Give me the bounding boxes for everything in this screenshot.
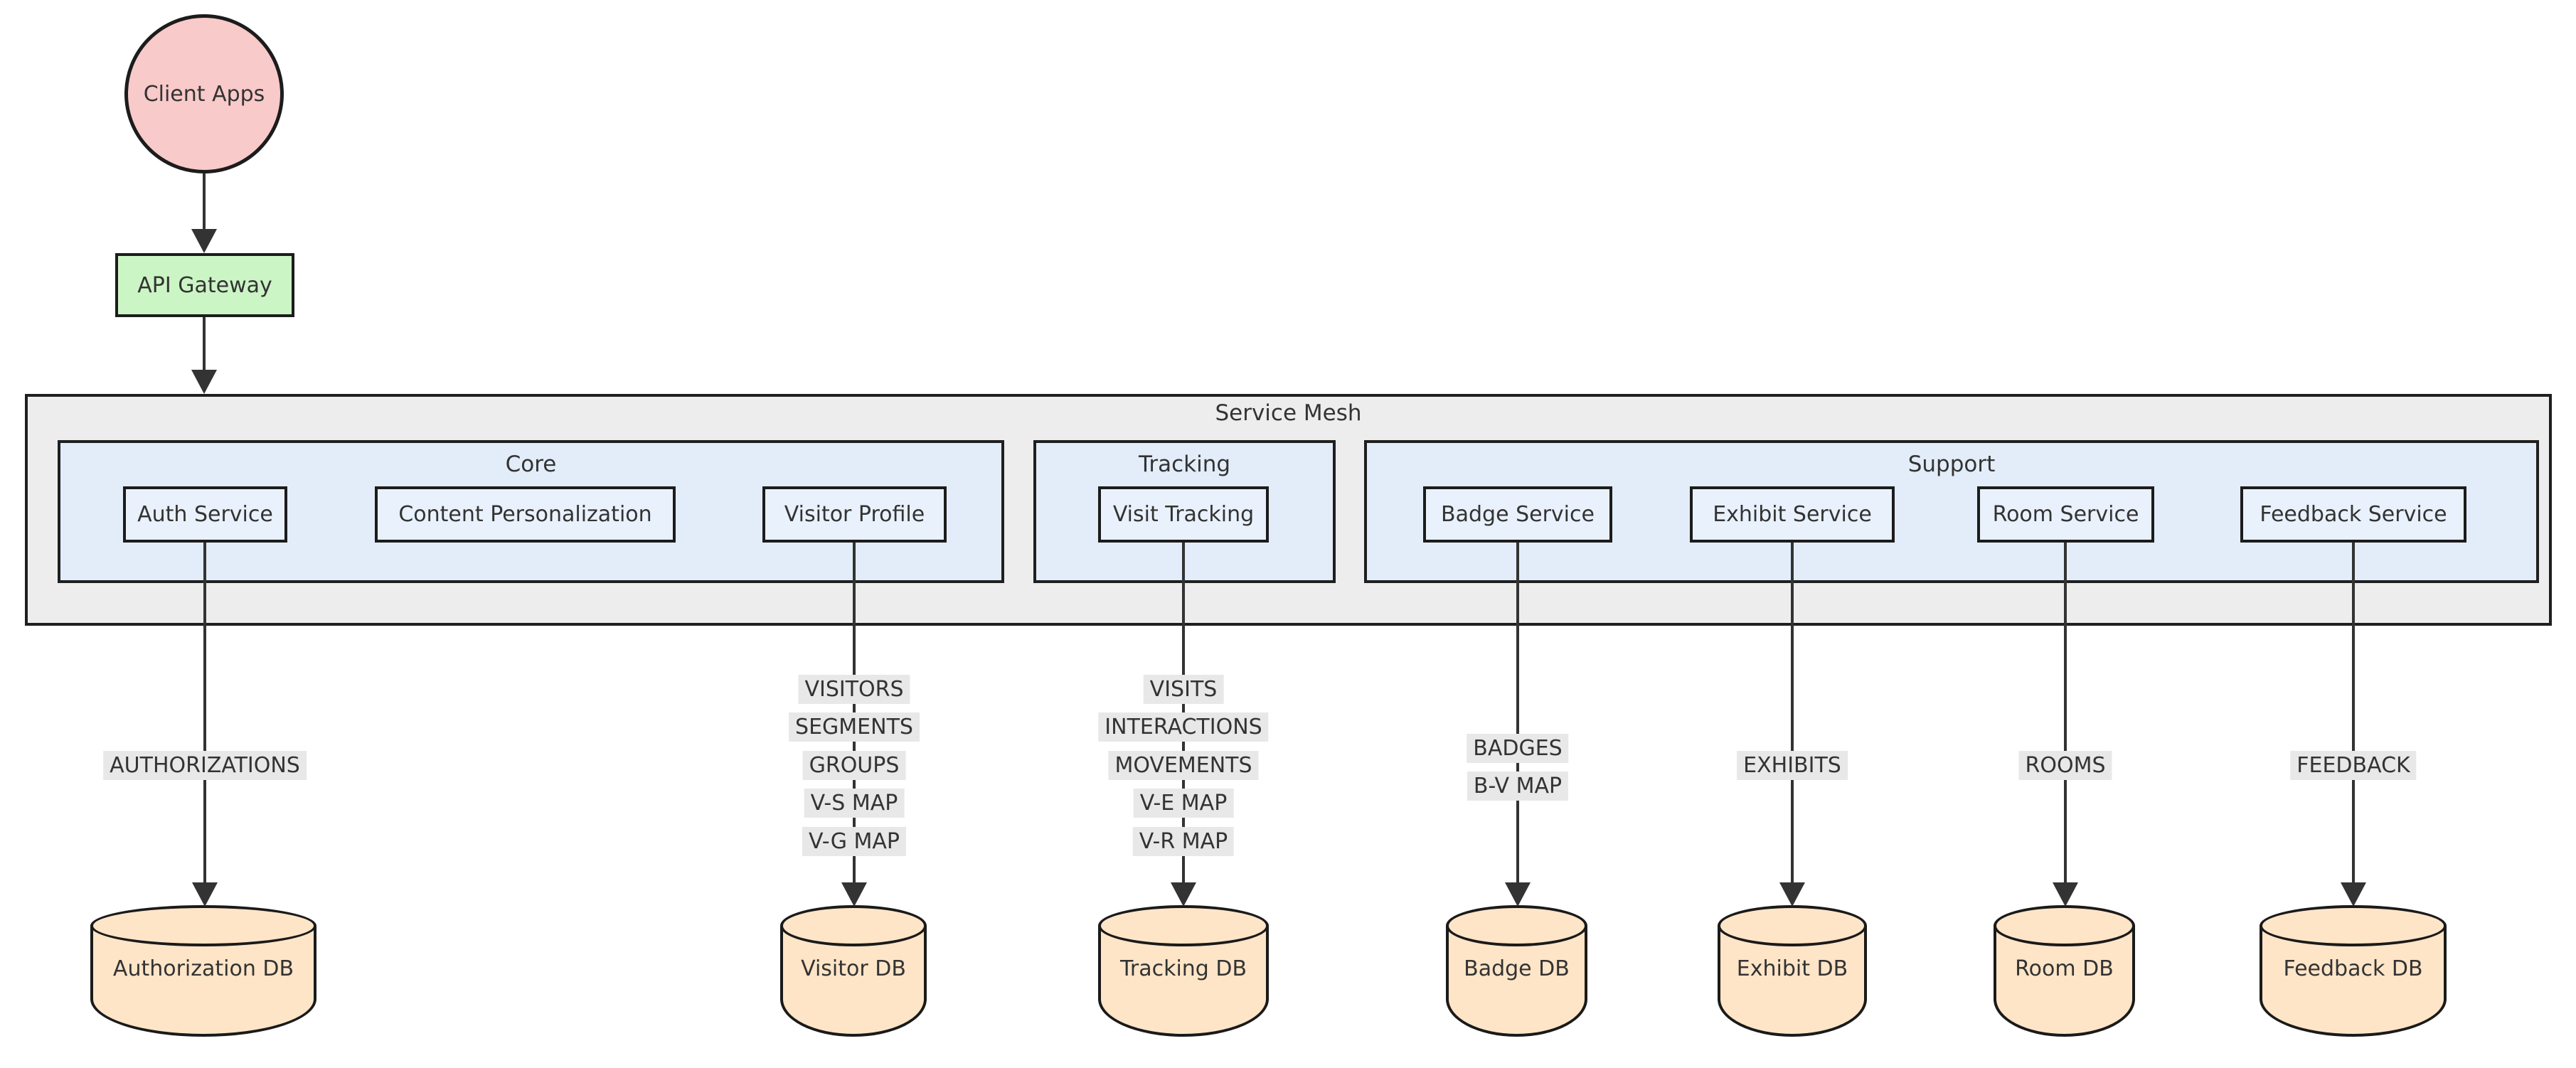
- edge-room-to-roomdb: [2064, 543, 2067, 882]
- service-label: Visitor Profile: [784, 502, 925, 527]
- edge-label: MOVEMENTS: [1108, 751, 1259, 780]
- service-node-room: Room Service: [1977, 486, 2154, 543]
- edge-auth-to-authdb: [203, 543, 206, 882]
- db-exhibit: Exhibit DB: [1718, 905, 1867, 1037]
- service-mesh-label: Service Mesh: [1215, 400, 1362, 426]
- service-label: Exhibit Service: [1713, 502, 1872, 527]
- api-gateway-node: API Gateway: [115, 253, 294, 317]
- group-core-label: Core: [505, 452, 557, 477]
- service-node-exhibit: Exhibit Service: [1690, 486, 1895, 543]
- arrowhead-icon: [2341, 882, 2366, 907]
- arrowhead-icon: [191, 229, 217, 253]
- edge-label: GROUPS: [802, 751, 906, 780]
- service-label: Badge Service: [1441, 502, 1595, 527]
- service-label: Room Service: [1992, 502, 2139, 527]
- service-node-content-personalization: Content Personalization: [375, 486, 676, 543]
- service-node-feedback: Feedback Service: [2240, 486, 2466, 543]
- db-label: Feedback DB: [2283, 956, 2423, 981]
- arrowhead-icon: [192, 882, 218, 907]
- db-room: Room DB: [1994, 905, 2135, 1037]
- arrowhead-icon: [841, 882, 867, 907]
- service-node-visit-tracking: Visit Tracking: [1098, 486, 1269, 543]
- edge-label: V-E MAP: [1133, 789, 1234, 818]
- arrowhead-icon: [1171, 882, 1196, 907]
- db-label: Exhibit DB: [1736, 956, 1848, 981]
- edge-badge-to-badgedb: [1516, 543, 1519, 882]
- service-node-auth: Auth Service: [123, 486, 287, 543]
- cylinder-top: [1718, 905, 1867, 946]
- service-node-badge: Badge Service: [1423, 486, 1612, 543]
- db-label: Authorization DB: [112, 956, 294, 981]
- cylinder-top: [1994, 905, 2135, 946]
- edge-label: ROOMS: [2018, 751, 2112, 780]
- edge-label: BADGES: [1467, 734, 1569, 763]
- db-tracking: Tracking DB: [1098, 905, 1269, 1037]
- db-label: Badge DB: [1464, 956, 1570, 981]
- edge-label: EXHIBITS: [1737, 751, 1848, 780]
- cylinder-top: [1098, 905, 1269, 946]
- edge-label: V-R MAP: [1132, 827, 1235, 856]
- group-tracking-label: Tracking: [1138, 452, 1231, 477]
- cylinder-body: [1718, 926, 1867, 1037]
- client-apps-label: Client Apps: [143, 81, 265, 107]
- db-label: Room DB: [2015, 956, 2114, 981]
- service-label: Content Personalization: [398, 502, 652, 527]
- edge-label: SEGMENTS: [789, 712, 920, 742]
- cylinder-top: [780, 905, 927, 946]
- arrowhead-icon: [191, 370, 217, 394]
- edge-label: B-V MAP: [1467, 771, 1569, 801]
- edge-label: INTERACTIONS: [1098, 712, 1269, 742]
- cylinder-top: [2260, 905, 2447, 946]
- cylinder-top: [1446, 905, 1587, 946]
- client-apps-node: Client Apps: [124, 14, 284, 173]
- edge-client-to-gateway: [203, 173, 206, 230]
- service-node-visitor-profile: Visitor Profile: [762, 486, 947, 543]
- arrowhead-icon: [1779, 882, 1805, 907]
- service-label: Feedback Service: [2260, 502, 2447, 527]
- edge-feedback-to-feedbackdb: [2352, 543, 2355, 882]
- arrowhead-icon: [1505, 882, 1531, 907]
- edge-label: V-G MAP: [802, 827, 906, 856]
- edge-exhibit-to-exhibitdb: [1791, 543, 1794, 882]
- db-badge: Badge DB: [1446, 905, 1587, 1037]
- group-support-label: Support: [1907, 452, 1996, 477]
- db-label: Tracking DB: [1119, 956, 1247, 981]
- db-authorization: Authorization DB: [90, 905, 316, 1037]
- db-visitor: Visitor DB: [780, 905, 927, 1037]
- edge-label: VISITORS: [798, 675, 910, 704]
- edge-label: FEEDBACK: [2290, 751, 2417, 780]
- edge-label: AUTHORIZATIONS: [103, 751, 307, 780]
- edge-label: V-S MAP: [804, 789, 905, 818]
- edge-gateway-to-mesh: [203, 317, 206, 371]
- api-gateway-label: API Gateway: [137, 272, 272, 298]
- service-label: Auth Service: [137, 502, 273, 527]
- cylinder-top: [90, 905, 316, 946]
- service-label: Visit Tracking: [1112, 502, 1255, 527]
- db-feedback: Feedback DB: [2260, 905, 2447, 1037]
- db-label: Visitor DB: [801, 956, 906, 981]
- arrowhead-icon: [2053, 882, 2078, 907]
- edge-label: VISITS: [1143, 675, 1224, 704]
